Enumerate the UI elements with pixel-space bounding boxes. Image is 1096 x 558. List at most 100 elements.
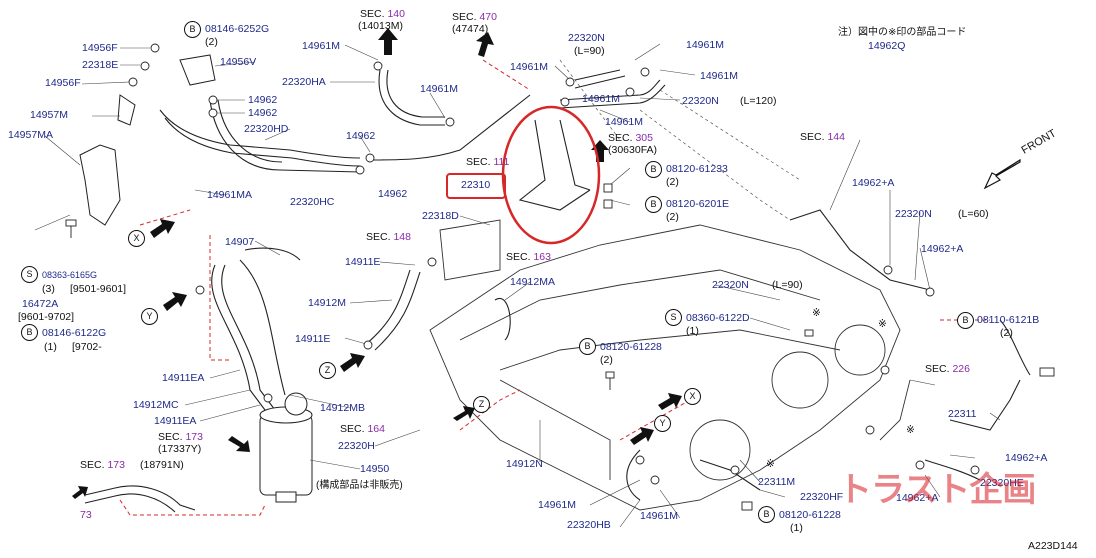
part-label[interactable]: 08360-6122D — [686, 312, 750, 324]
part-label[interactable]: 14961M — [420, 83, 458, 95]
part-label[interactable]: 22320HA — [282, 76, 326, 88]
part-22310-label[interactable]: 22310 — [461, 179, 491, 191]
arrow-z — [340, 353, 365, 372]
bracket-right — [879, 379, 911, 441]
line-22311-b — [949, 379, 1021, 431]
part-label[interactable]: 14956F — [82, 42, 118, 54]
part-label[interactable]: 14962+A — [1005, 452, 1048, 464]
sec-label-173-b: SEC. 173 — [80, 459, 125, 471]
part-label[interactable]: 22311 — [948, 408, 977, 420]
part-label[interactable]: 08120-61228 — [779, 509, 841, 521]
part-label[interactable]: 14911EA — [162, 372, 205, 384]
part-label[interactable]: 16472A — [22, 298, 59, 310]
sec-number: 226 — [952, 363, 970, 375]
part-label[interactable]: 14961M — [538, 499, 576, 511]
part-label[interactable]: 22318D — [422, 210, 459, 222]
part-label[interactable]: 22318E — [82, 59, 119, 71]
component-22318d — [439, 219, 501, 281]
marker-b: B — [957, 312, 974, 329]
part-label[interactable]: 22320N — [568, 32, 605, 44]
part-label[interactable]: 14962+A — [852, 177, 895, 189]
part-label[interactable]: 14911E — [345, 256, 381, 268]
hose-22320hf — [699, 459, 761, 491]
asterisk-mark: ※ — [812, 307, 821, 319]
part-label[interactable]: 14961M — [686, 39, 724, 51]
sec-label-163: SEC. 163 — [506, 251, 551, 263]
sec-number: 111 — [493, 156, 510, 168]
part-label[interactable]: 22320HB — [567, 519, 611, 531]
part-label[interactable]: 14961M — [640, 510, 678, 522]
part-label[interactable]: 14911EA — [154, 415, 197, 427]
arrow-y — [163, 292, 187, 311]
sec-number: 164 — [367, 423, 385, 435]
part-label[interactable]: 73 — [80, 509, 92, 521]
turbo-housing — [689, 419, 751, 481]
turbo-1 — [771, 351, 829, 409]
marker-s: S — [665, 309, 682, 326]
part-label[interactable]: 14961M — [302, 40, 340, 52]
part-label[interactable]: 22320N — [895, 208, 932, 220]
part-label[interactable]: 14907 — [225, 236, 255, 248]
marker-b: B — [579, 338, 596, 355]
hose-14912m-a — [364, 269, 411, 346]
part-label[interactable]: 22320HF — [800, 491, 844, 503]
part-label[interactable]: 08146-6252G — [205, 23, 270, 35]
part-label[interactable]: 08146-6122G — [42, 327, 107, 339]
hose-22320n-top-inner — [559, 84, 666, 109]
asterisk-mark: ※ — [906, 424, 915, 436]
part-label[interactable]: 08120-6201E — [666, 198, 730, 210]
part-label[interactable]: 14912MA — [510, 276, 555, 288]
part-label[interactable]: 14961M — [700, 70, 738, 82]
bolts — [65, 183, 1055, 511]
part-label[interactable]: 22311M — [758, 476, 796, 488]
part-label[interactable]: 22320HE — [980, 477, 1024, 489]
part-label[interactable]: 14912N — [506, 458, 543, 470]
part-label[interactable]: 22320HD — [244, 123, 289, 135]
part-label[interactable]: 14961MA — [207, 189, 252, 201]
hose-14912mc-a — [211, 264, 266, 411]
part-label[interactable]: 14950 — [360, 463, 390, 475]
turbo-2 — [834, 324, 886, 376]
part-label[interactable]: 14912MC — [133, 399, 179, 411]
part-label[interactable]: 14956V — [220, 56, 257, 68]
part-qty: (2) — [1000, 327, 1013, 339]
line-22320n-l60 — [789, 209, 931, 291]
part-label[interactable]: 14911E — [295, 333, 331, 345]
arrow-sec140 — [378, 28, 398, 55]
part-label[interactable]: 22320HC — [290, 196, 335, 208]
part-label[interactable]: 08363-6165G — [42, 270, 98, 280]
part-label[interactable]: 14961M — [605, 116, 643, 128]
watermark-logo: トラスト企画 — [838, 470, 1036, 510]
sec-number: 140 — [387, 8, 405, 20]
part-label[interactable]: 14912MB — [320, 402, 365, 414]
part-label[interactable]: 14962 — [248, 94, 278, 106]
part-label[interactable]: 14957MA — [8, 129, 53, 141]
hose-22320n-l90-b — [574, 75, 626, 89]
part-label[interactable]: 22320N — [682, 95, 719, 107]
black-dashed-lines — [559, 59, 801, 221]
part-label[interactable]: 14962 — [248, 107, 278, 119]
part-label[interactable]: 14956F — [45, 77, 81, 89]
part-qty: (1) — [44, 341, 57, 353]
part-label[interactable]: 14957M — [30, 109, 68, 121]
part-label[interactable]: 08120-61228 — [600, 341, 662, 353]
part-range: [9601-9702] — [18, 311, 75, 323]
part-label[interactable]: 14962 — [346, 130, 376, 142]
hose-sec173-a — [84, 485, 196, 511]
part-label[interactable]: 14961M — [582, 93, 620, 105]
part-label[interactable]: 14961M — [510, 61, 548, 73]
sec-label-173-a: SEC. 173 — [158, 431, 203, 443]
hose-sec173-b — [84, 493, 176, 513]
part-label[interactable]: 08120-61233 — [666, 163, 728, 175]
part-label[interactable]: 08110-6121B — [977, 314, 1040, 326]
part-label[interactable]: 14962+A — [896, 492, 939, 504]
part-label[interactable]: 22320H — [338, 440, 375, 452]
part-label[interactable]: 14912M — [308, 297, 346, 309]
part-label[interactable]: 14962 — [378, 188, 408, 200]
part-label[interactable]: 22320N — [712, 279, 749, 291]
asterisk-mark: ※ — [766, 458, 775, 470]
canister-14950 — [259, 392, 313, 503]
part-label[interactable]: 14962+A — [921, 243, 964, 255]
sec-number: 305 — [635, 132, 653, 144]
sec-number: 144 — [827, 131, 845, 143]
